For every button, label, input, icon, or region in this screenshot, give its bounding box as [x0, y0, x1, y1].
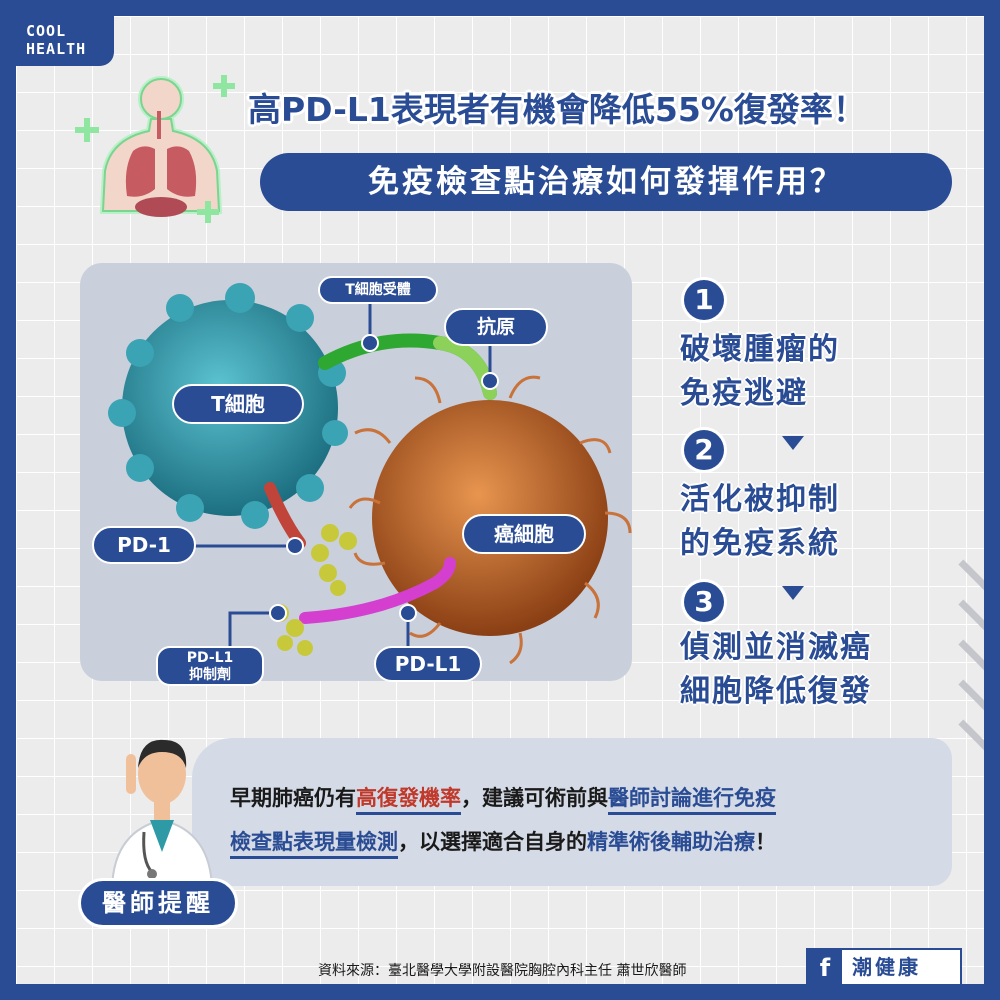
brand-box: f 潮健康: [806, 948, 962, 984]
doctor-advice-text: 早期肺癌仍有高復發機率，建議可術前與醫師討論進行免疫 檢查點表現量檢測，以選擇適…: [230, 776, 930, 864]
step-2-number: 2: [684, 430, 724, 470]
arrow-down-icon: [782, 436, 804, 450]
cell-illustration: [108, 283, 632, 665]
cool-health-logo: COOL HEALTH: [16, 16, 114, 66]
label-cancer-cell: 癌細胞: [462, 514, 586, 554]
doctor-illustration: [110, 739, 214, 892]
step-1-number: 1: [684, 280, 724, 320]
step-1-text: 破壞腫瘤的 免疫逃避: [680, 332, 840, 411]
respiratory-system-icon: [75, 75, 235, 223]
label-pdl1-inhibitor: PD-L1 抑制劑: [156, 646, 264, 686]
step-3-text: 偵測並消滅癌 細胞降低復發: [680, 630, 872, 709]
brand-name: 潮健康: [852, 955, 921, 979]
step-2-text: 活化被抑制 的免疫系統: [680, 482, 840, 561]
subtitle-banner: 免疫檢查點治療如何發揮作用？: [260, 153, 952, 211]
source-citation: 資料來源：臺北醫學大學附設醫院胸腔內科主任 蕭世欣醫師: [318, 963, 687, 979]
doctor-reminder-badge: 醫師提醒: [78, 878, 238, 928]
label-pd1: PD-1: [92, 526, 196, 564]
main-title: 高PD-L1表現者有機會降低55%復發率！: [248, 90, 866, 129]
label-antigen: 抗原: [444, 308, 548, 346]
doctor-advice-box: [192, 738, 952, 886]
label-t-cell: T細胞: [172, 384, 304, 424]
arrow-down-icon: [782, 586, 804, 600]
label-pdl1: PD-L1: [374, 646, 482, 682]
facebook-icon: f: [808, 950, 842, 984]
label-t-cell-receptor: T細胞受體: [318, 276, 438, 304]
step-3-number: 3: [684, 582, 724, 622]
